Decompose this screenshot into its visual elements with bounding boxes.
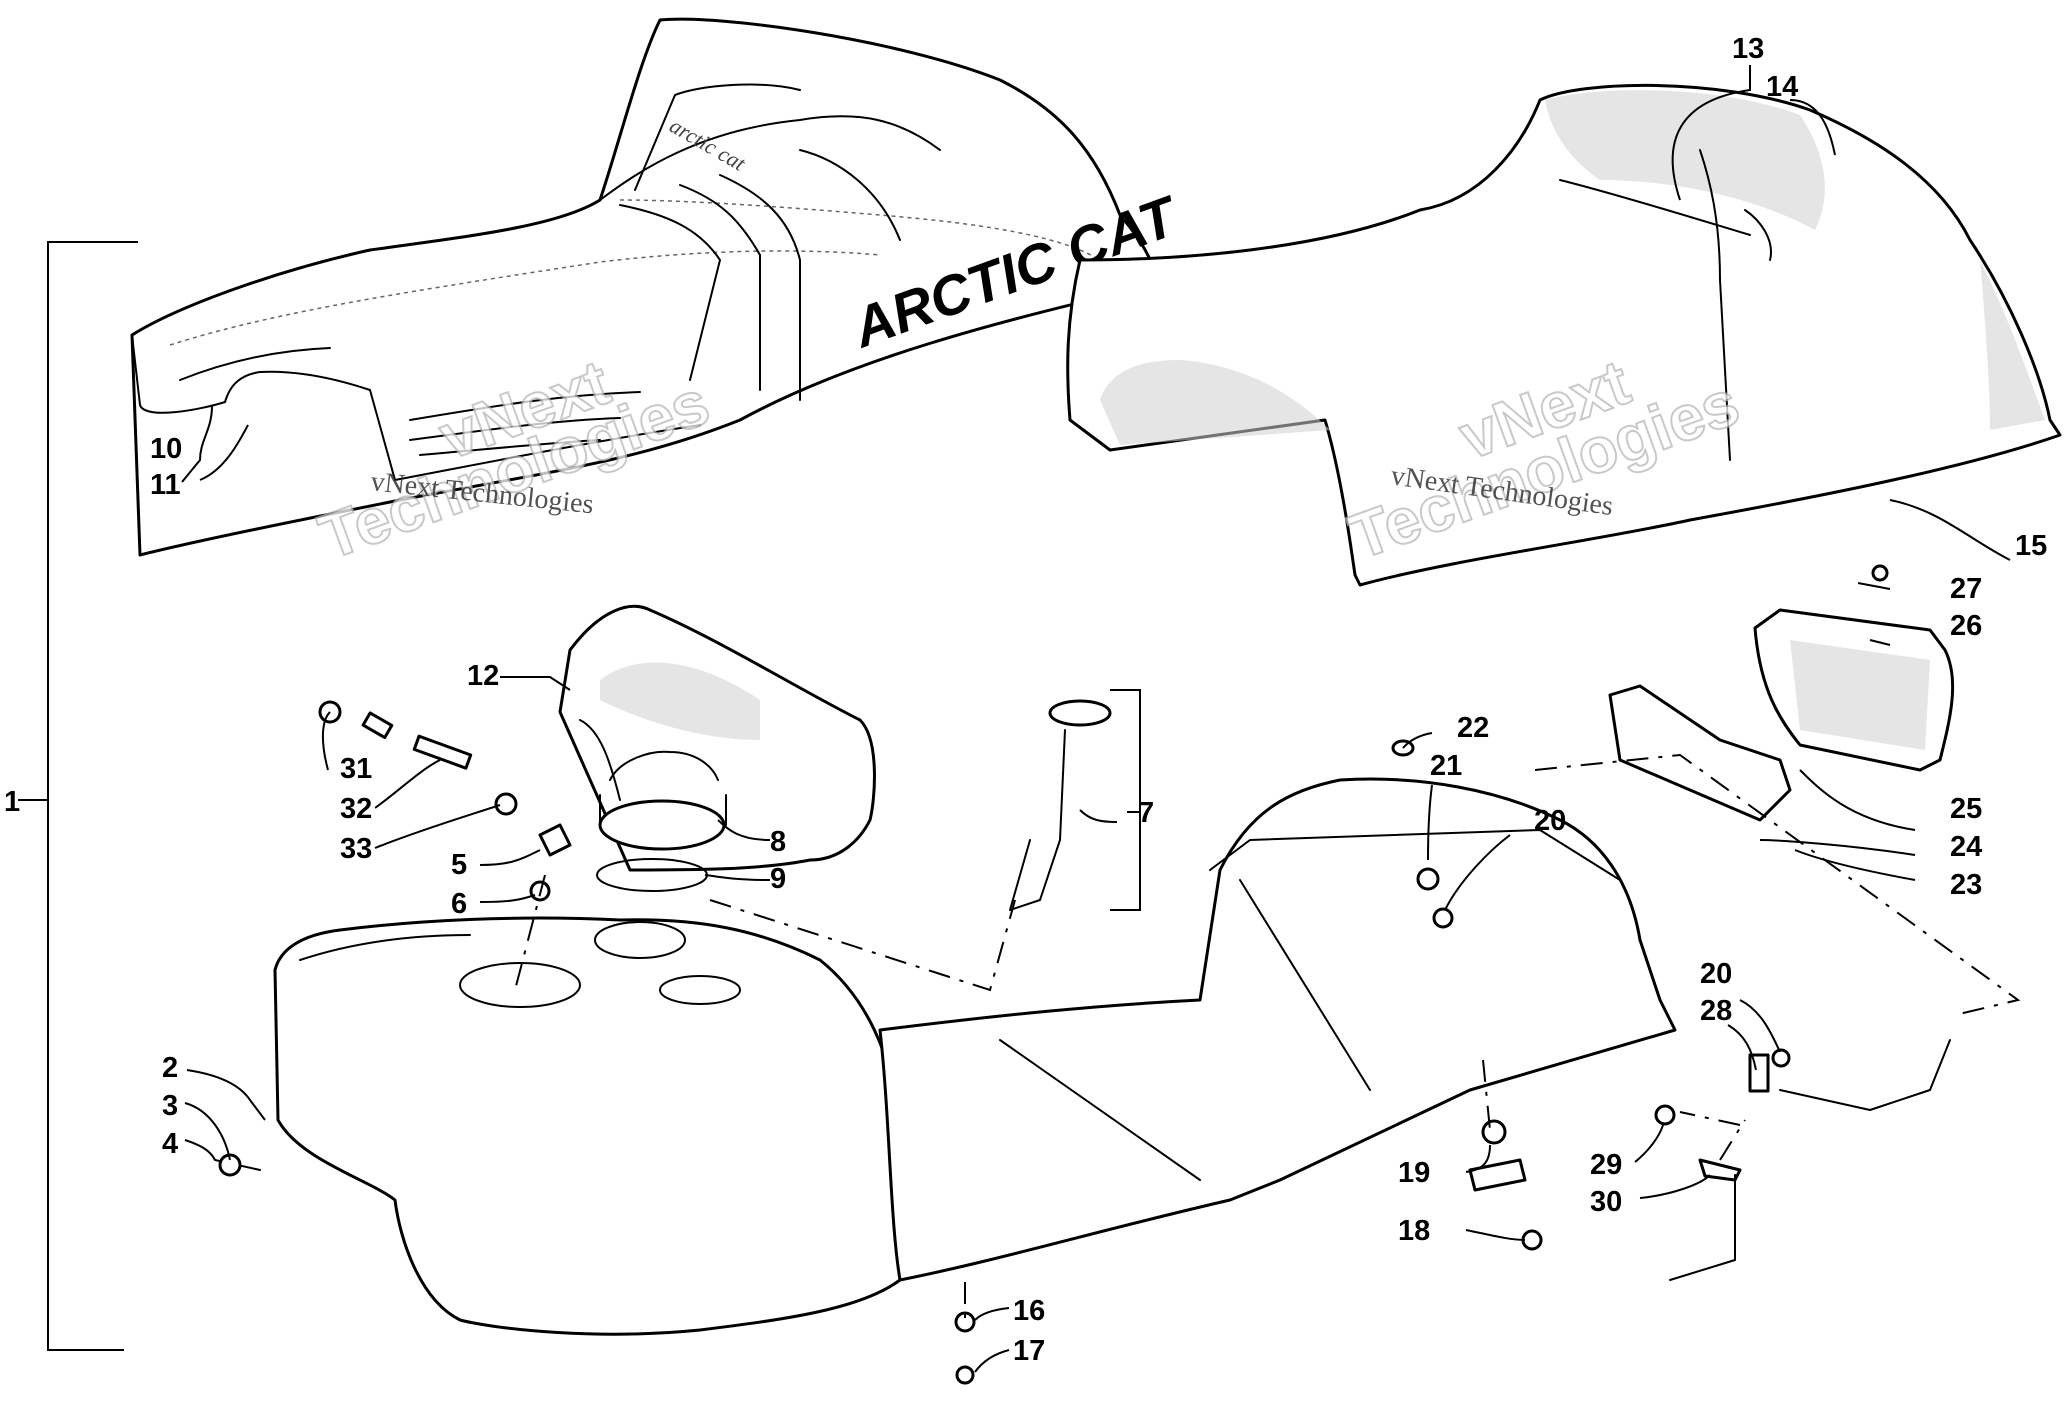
nut-19 — [1481, 1119, 1507, 1145]
callout-20a: 20 — [1534, 805, 1566, 837]
hardware — [214, 564, 1955, 1385]
callout-31: 31 — [340, 753, 372, 785]
callout-17: 17 — [1013, 1335, 1045, 1367]
fuel-gauge-cap — [1048, 699, 1112, 727]
callout-5: 5 — [451, 849, 467, 881]
callout-10: 10 — [150, 433, 182, 465]
seat-cover-assembly: ARCTIC CAT arctic cat — [130, 17, 1188, 557]
vent-fitting — [538, 823, 572, 857]
bracket-wire — [1779, 1039, 1951, 1111]
callout-8: 8 — [770, 826, 786, 858]
washer-20 — [1432, 907, 1454, 929]
callout-2: 2 — [162, 1052, 178, 1084]
callout-24: 24 — [1950, 831, 1982, 863]
fuel-cap — [598, 799, 726, 851]
callout-18: 18 — [1398, 1215, 1430, 1247]
vent-hose — [412, 734, 473, 770]
bolt-18 — [1521, 1229, 1543, 1251]
fuel-tank — [273, 916, 902, 1336]
assembly-lines — [514, 753, 2021, 1320]
callout-32: 32 — [340, 793, 372, 825]
seat-base-assembly — [1066, 83, 2062, 587]
callout-33: 33 — [340, 833, 372, 865]
callout-28: 28 — [1700, 995, 1732, 1027]
callout-14: 14 — [1766, 71, 1798, 103]
nut-29 — [1654, 1104, 1676, 1126]
assembly-bracket — [18, 241, 138, 1351]
callout-26: 26 — [1950, 610, 1982, 642]
leader-lines — [181, 65, 2011, 1373]
callout-12: 12 — [467, 660, 499, 692]
nut-21 — [1416, 867, 1440, 891]
washer-16 — [954, 1311, 976, 1333]
pad-19 — [1468, 1158, 1527, 1192]
callout-20b: 20 — [1700, 958, 1732, 990]
callout-4: 4 — [162, 1128, 178, 1160]
callout-16: 16 — [1013, 1295, 1045, 1327]
washer-20b — [1771, 1048, 1791, 1068]
clamp-33 — [494, 792, 518, 816]
callout-21: 21 — [1430, 750, 1462, 782]
fuel-tank-assembly — [273, 777, 1677, 1336]
callout-7: 7 — [1138, 797, 1154, 829]
wire-harness — [1669, 1174, 1736, 1281]
callout-25: 25 — [1950, 793, 1982, 825]
callout-19: 19 — [1398, 1157, 1430, 1189]
callout-1: 1 — [4, 786, 20, 818]
bolt-27 — [1871, 564, 1889, 582]
callout-3: 3 — [162, 1090, 178, 1122]
seat-cover — [130, 17, 1158, 557]
callout-11: 11 — [150, 469, 181, 501]
callout-labels: 1 2 3 4 5 6 7 8 9 10 11 12 13 14 15 16 1… — [4, 33, 2047, 1367]
callout-23: 23 — [1950, 869, 1982, 901]
tail-light-housing — [1608, 684, 1792, 822]
callout-6: 6 — [451, 888, 467, 920]
callout-15: 15 — [2015, 530, 2047, 562]
base-pan — [878, 777, 1677, 1282]
callout-22: 22 — [1457, 712, 1489, 744]
pin — [218, 1153, 242, 1177]
callout-13: 13 — [1732, 33, 1764, 65]
screw-17 — [955, 1365, 975, 1385]
callout-27: 27 — [1950, 573, 1982, 605]
vent-tube — [361, 711, 394, 740]
callout-9: 9 — [770, 863, 786, 895]
callout-29: 29 — [1590, 1149, 1622, 1181]
callout-30: 30 — [1590, 1186, 1622, 1218]
